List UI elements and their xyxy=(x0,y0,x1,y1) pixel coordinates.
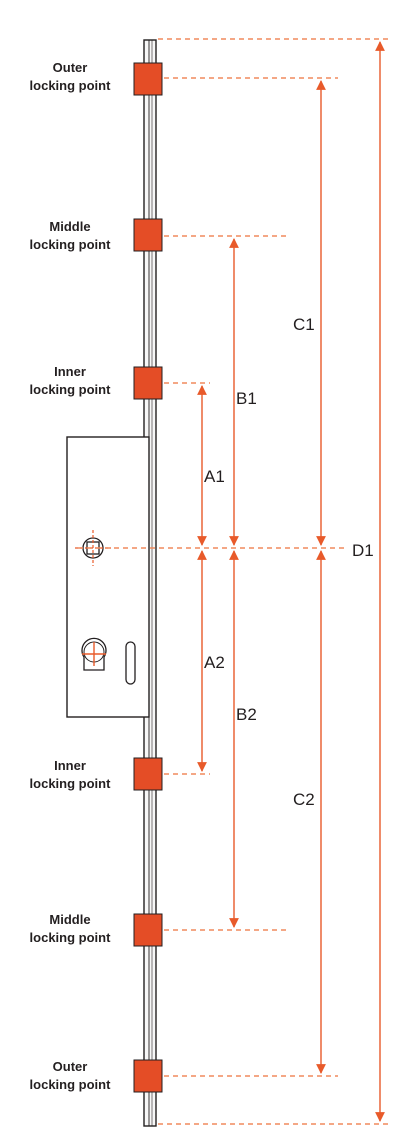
label-middle-top-line2: locking point xyxy=(30,237,112,252)
label-middle-top-line1: Middle xyxy=(49,219,90,234)
dim-label-c1: C1 xyxy=(293,315,315,334)
dim-label-b2: B2 xyxy=(236,705,257,724)
dimension-arrows xyxy=(197,41,385,1122)
label-middle-bottom-line2: locking point xyxy=(30,930,112,945)
label-inner-bottom-line2: locking point xyxy=(30,776,112,791)
label-inner-top-line1: Inner xyxy=(54,364,86,379)
locking-block-inner-top xyxy=(133,366,163,400)
gearbox-case xyxy=(66,436,150,718)
dim-label-b1: B1 xyxy=(236,389,257,408)
cylinder-keyhole-icon xyxy=(81,637,107,671)
label-inner-bottom-line1: Inner xyxy=(54,758,86,773)
locking-block-outer-bottom xyxy=(133,1059,163,1093)
label-outer-top-line1: Outer xyxy=(53,60,88,75)
locking-point-labels: Outer locking point Middle locking point… xyxy=(30,60,112,1092)
latch-slot-icon xyxy=(125,641,136,685)
label-outer-bottom-line1: Outer xyxy=(53,1059,88,1074)
dim-label-d1: D1 xyxy=(352,541,374,560)
dimension-labels: A1 A2 B1 B2 C1 C2 D1 xyxy=(204,315,374,809)
dim-label-c2: C2 xyxy=(293,790,315,809)
label-middle-bottom-line1: Middle xyxy=(49,912,90,927)
dim-label-a2: A2 xyxy=(204,653,225,672)
label-outer-bottom-line2: locking point xyxy=(30,1077,112,1092)
label-outer-top-line2: locking point xyxy=(30,78,112,93)
dim-label-a1: A1 xyxy=(204,467,225,486)
locking-block-middle-bottom xyxy=(133,913,163,947)
label-inner-top-line2: locking point xyxy=(30,382,112,397)
locking-point-blocks xyxy=(133,62,163,1093)
locking-block-outer-top xyxy=(133,62,163,96)
locking-block-middle-top xyxy=(133,218,163,252)
locking-block-inner-bottom xyxy=(133,757,163,791)
reference-lines xyxy=(78,38,392,1125)
